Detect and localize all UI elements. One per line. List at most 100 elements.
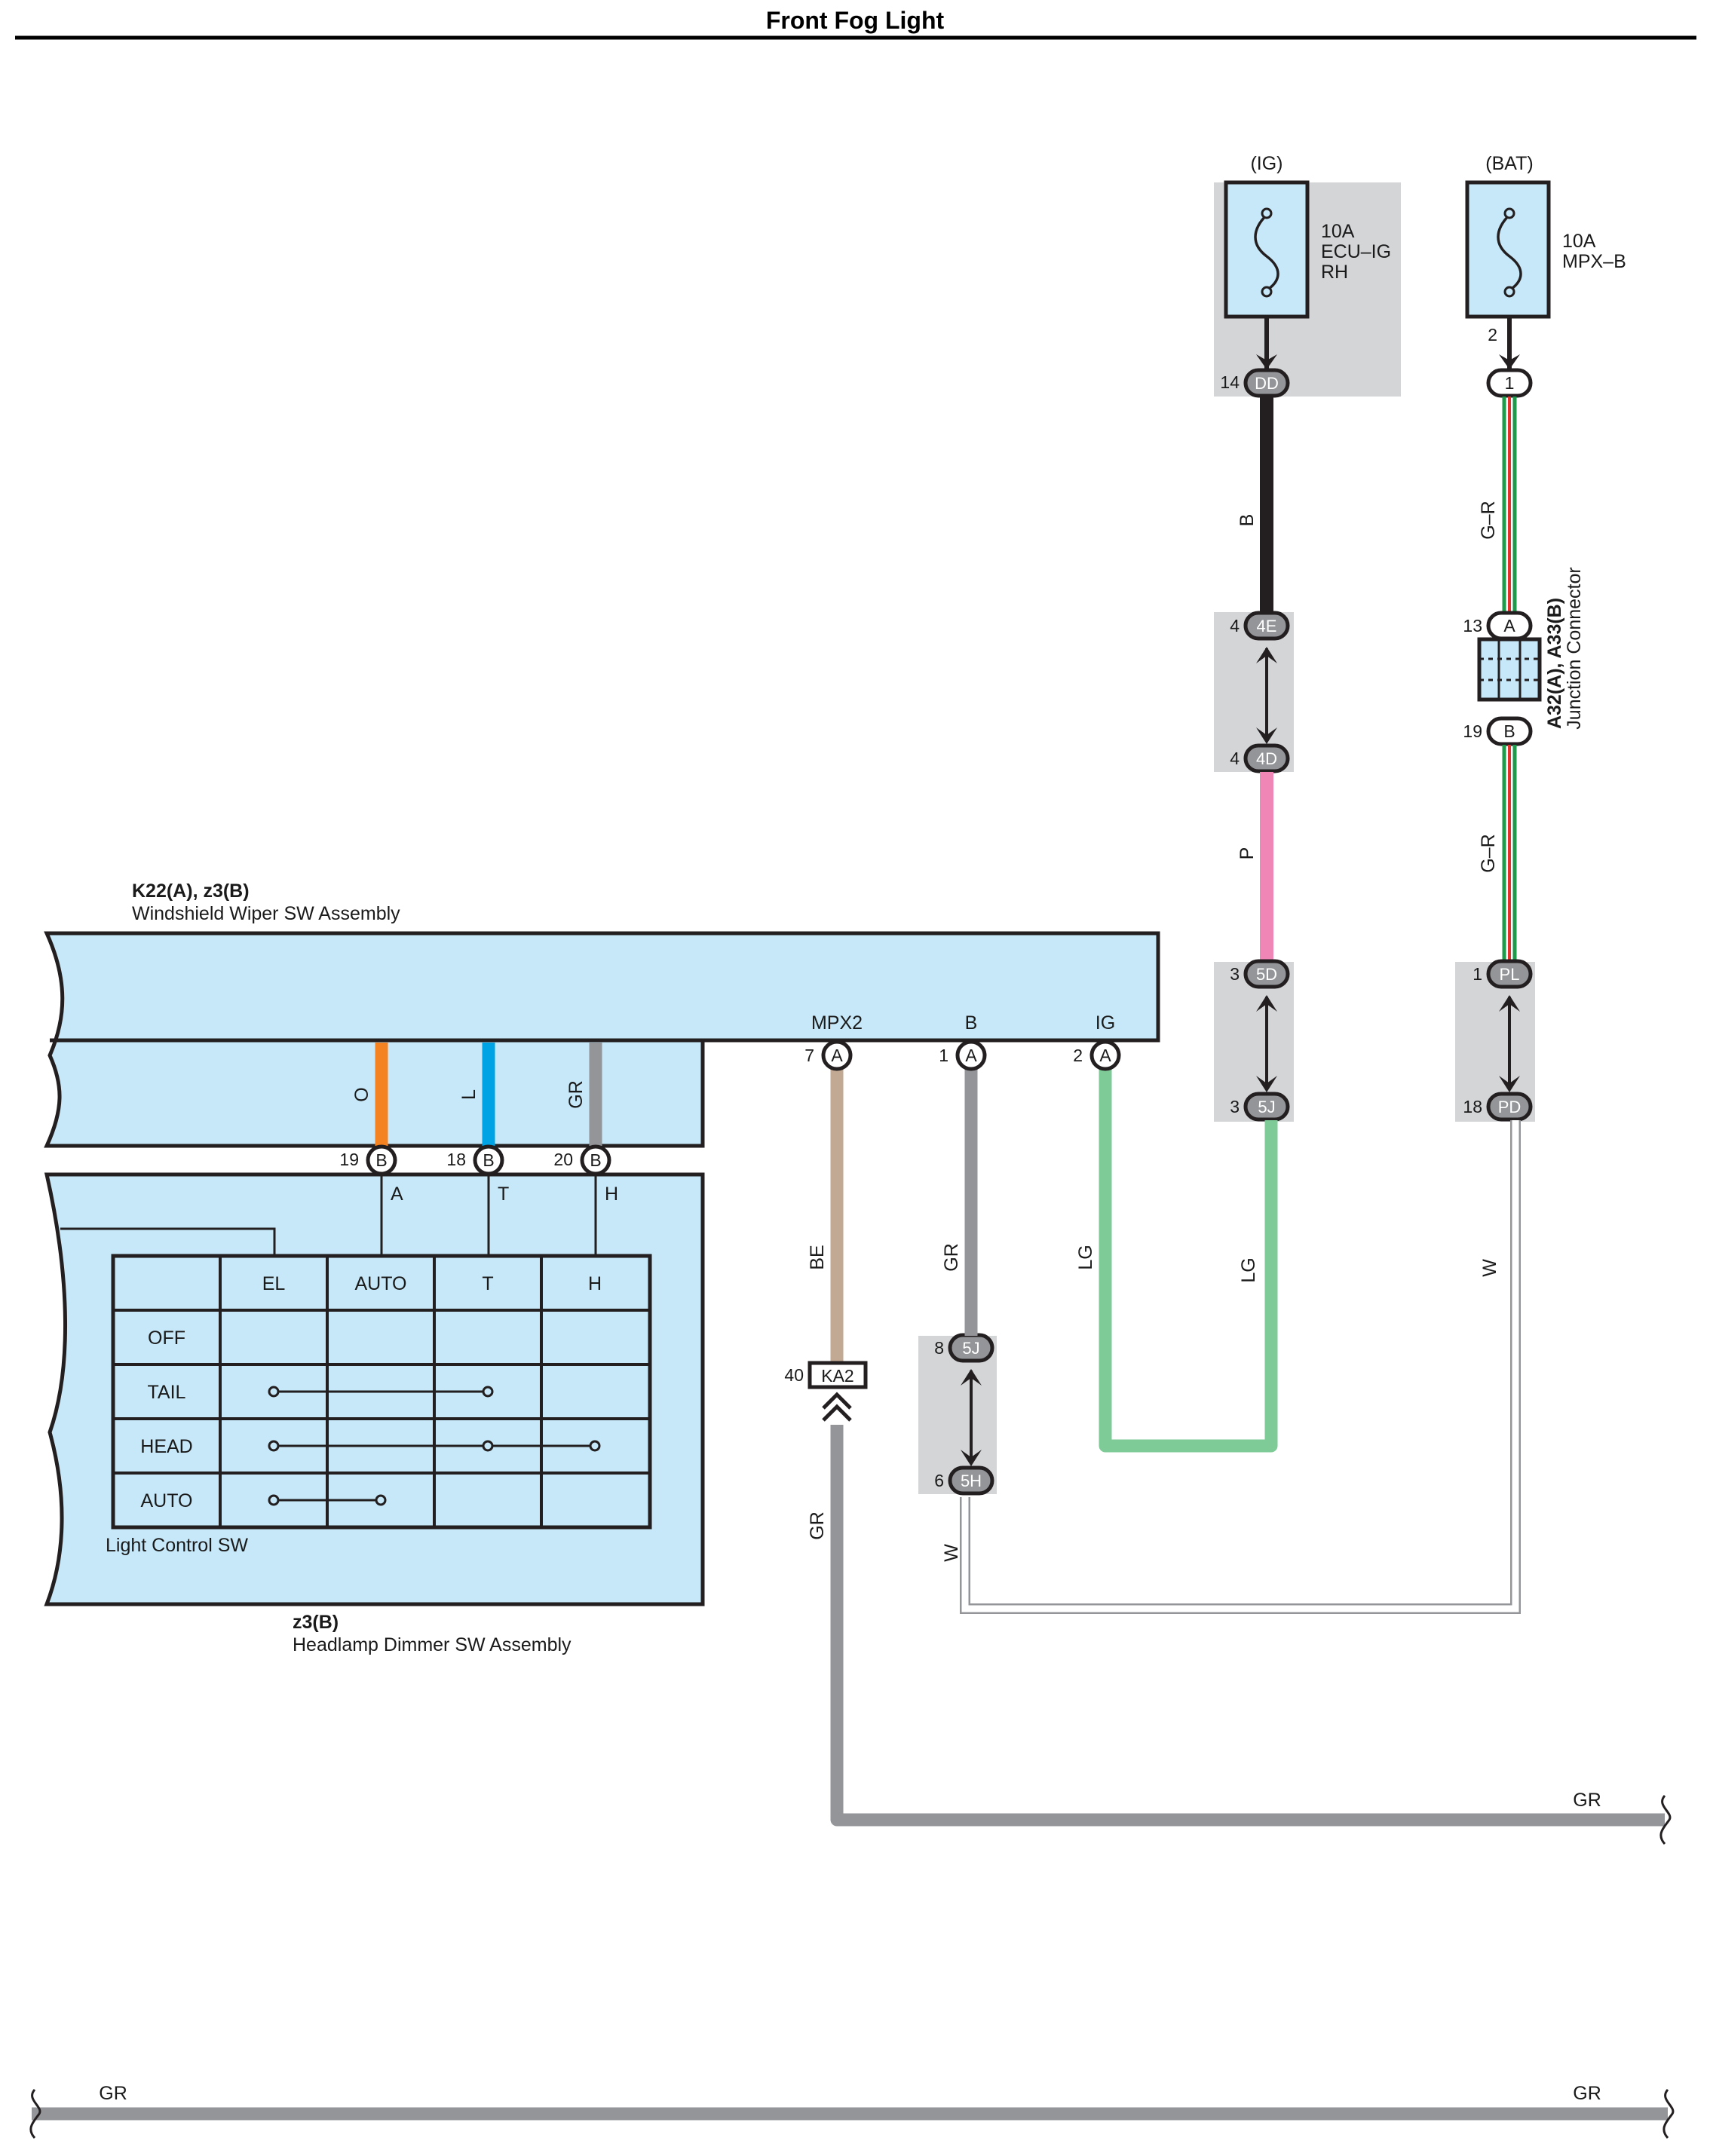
junction-connector-title: A32(A), A33(B) <box>1544 598 1565 729</box>
dimmer-assembly-body <box>44 1172 705 1606</box>
chevron-up-icon <box>822 1404 852 1422</box>
terminal-b-conn: A <box>965 1046 977 1065</box>
wiper-assembly-subtitle: Windshield Wiper SW Assembly <box>132 903 400 924</box>
terminal-20b-conn: B <box>590 1150 601 1170</box>
column-t: T <box>482 1273 493 1294</box>
wire-gr-bus-label-1: GR <box>1573 1790 1601 1811</box>
connector-5h-label: 5H <box>961 1472 982 1490</box>
row-off: OFF <box>148 1328 185 1349</box>
pin-pd: 18 <box>1463 1097 1482 1116</box>
arrow-icon <box>1256 354 1277 369</box>
connector-4d-label: 4D <box>1256 749 1277 768</box>
fuse-icon <box>1254 213 1279 292</box>
pin-5j: 8 <box>934 1338 944 1358</box>
connector-5d <box>1243 959 1290 989</box>
ig-source-label: (IG) <box>1250 153 1282 174</box>
arrow-icon <box>961 1450 982 1466</box>
wiper-assembly-title: K22(A), z3(B) <box>132 880 250 902</box>
connector-1 <box>1486 368 1533 398</box>
connector-5j-top <box>1243 1092 1290 1122</box>
pin-7: 7 <box>804 1046 814 1065</box>
lead-a-label: A <box>391 1184 403 1205</box>
pin-5h: 6 <box>934 1471 944 1490</box>
terminal-19b-conn: B <box>375 1150 387 1170</box>
connector-pl <box>1486 959 1533 989</box>
wire-b-label: B <box>1237 514 1258 527</box>
arrow-icon <box>1499 995 1520 1012</box>
pin-2-ig: 2 <box>1073 1046 1083 1065</box>
connector-b <box>1486 716 1533 746</box>
connector-ka2 <box>808 1361 868 1389</box>
continuity-head <box>268 1440 601 1452</box>
terminal-ig-conn: A <box>1099 1046 1111 1065</box>
arrow-icon <box>1499 1076 1520 1092</box>
break-mark-icon <box>1662 2088 1675 2139</box>
continuity-dot <box>482 1386 494 1398</box>
pin-19b: 19 <box>339 1150 359 1169</box>
pin-5d: 3 <box>1230 964 1240 984</box>
terminal-20b <box>580 1144 611 1176</box>
terminal-mpx2 <box>821 1040 853 1071</box>
pin-19: 19 <box>1463 721 1482 741</box>
terminal-b <box>955 1040 987 1071</box>
pin-4e: 4 <box>1230 616 1240 635</box>
connector-b-label: B <box>1503 721 1515 741</box>
ig-fuse-rating: 10A <box>1321 221 1355 242</box>
pin-20b: 20 <box>553 1150 573 1169</box>
connector-5j-top-label: 5J <box>1258 1098 1275 1116</box>
connector-5h <box>948 1465 994 1496</box>
wire-gr-label-2: GR <box>807 1511 828 1540</box>
pin-5j-top: 3 <box>1230 1097 1240 1116</box>
wire-gr-sw-label: GR <box>565 1080 587 1109</box>
column-h: H <box>588 1273 602 1294</box>
terminal-mpx2-label: MPX2 <box>811 1012 863 1034</box>
row-tail: TAIL <box>148 1382 186 1403</box>
wire-g-r-bottom-label: G–R <box>1478 834 1499 872</box>
connector-1-label: 1 <box>1505 373 1515 393</box>
connector-a-label: A <box>1503 616 1515 635</box>
wire-lg-label-2: LG <box>1238 1257 1259 1282</box>
fuse-icon <box>1497 213 1522 292</box>
terminal-ig <box>1089 1040 1121 1071</box>
continuity-auto <box>268 1494 387 1506</box>
fuse-terminal-icon <box>1261 286 1273 298</box>
terminal-18b-conn: B <box>483 1150 494 1170</box>
wire-p-label: P <box>1237 847 1258 860</box>
terminal-b-label: B <box>965 1012 978 1034</box>
wire-o-label: O <box>351 1087 372 1101</box>
terminal-mpx2-conn: A <box>831 1046 843 1065</box>
wire-gr-ka2 <box>830 1425 1665 1827</box>
break-mark-icon <box>1659 1794 1672 1845</box>
pin-13: 13 <box>1463 616 1482 635</box>
switch-lead <box>60 1227 276 1256</box>
arrow-icon <box>1256 995 1277 1012</box>
connector-4d <box>1243 743 1290 773</box>
fuse-terminal-icon <box>1503 207 1515 219</box>
continuity-tail <box>268 1386 494 1398</box>
dimmer-assembly-title: z3(B) <box>293 1612 339 1633</box>
continuity-dot <box>268 1494 280 1506</box>
bat-source-label: (BAT) <box>1485 153 1533 174</box>
wire-gr-bus-label-2: GR <box>99 2083 127 2104</box>
junction-connector-subtitle: Junction Connector <box>1564 567 1585 729</box>
fuse-terminal-icon <box>1503 286 1515 298</box>
connector-ka2-label: KA2 <box>821 1366 853 1386</box>
arrow-icon <box>1256 1076 1277 1092</box>
column-auto: AUTO <box>355 1273 407 1294</box>
arrow-icon <box>1256 647 1277 663</box>
wire-lg <box>1099 1069 1278 1453</box>
pin-1: 1 <box>939 1046 948 1065</box>
terminal-18b <box>473 1144 504 1176</box>
terminal-19b <box>366 1144 397 1176</box>
break-mark-icon <box>29 2088 41 2139</box>
diagram-title: Front Fog Light <box>766 7 945 34</box>
arrow-icon <box>1499 354 1520 369</box>
connector-dd <box>1243 368 1290 398</box>
arrow-icon <box>961 1369 982 1386</box>
continuity-dot <box>482 1440 494 1452</box>
connector-5j-label: 5J <box>962 1339 979 1358</box>
wire-be-label: BE <box>807 1245 828 1269</box>
ig-fuse-name1: ECU–IG <box>1321 241 1391 262</box>
lead-t-label: T <box>498 1184 509 1205</box>
